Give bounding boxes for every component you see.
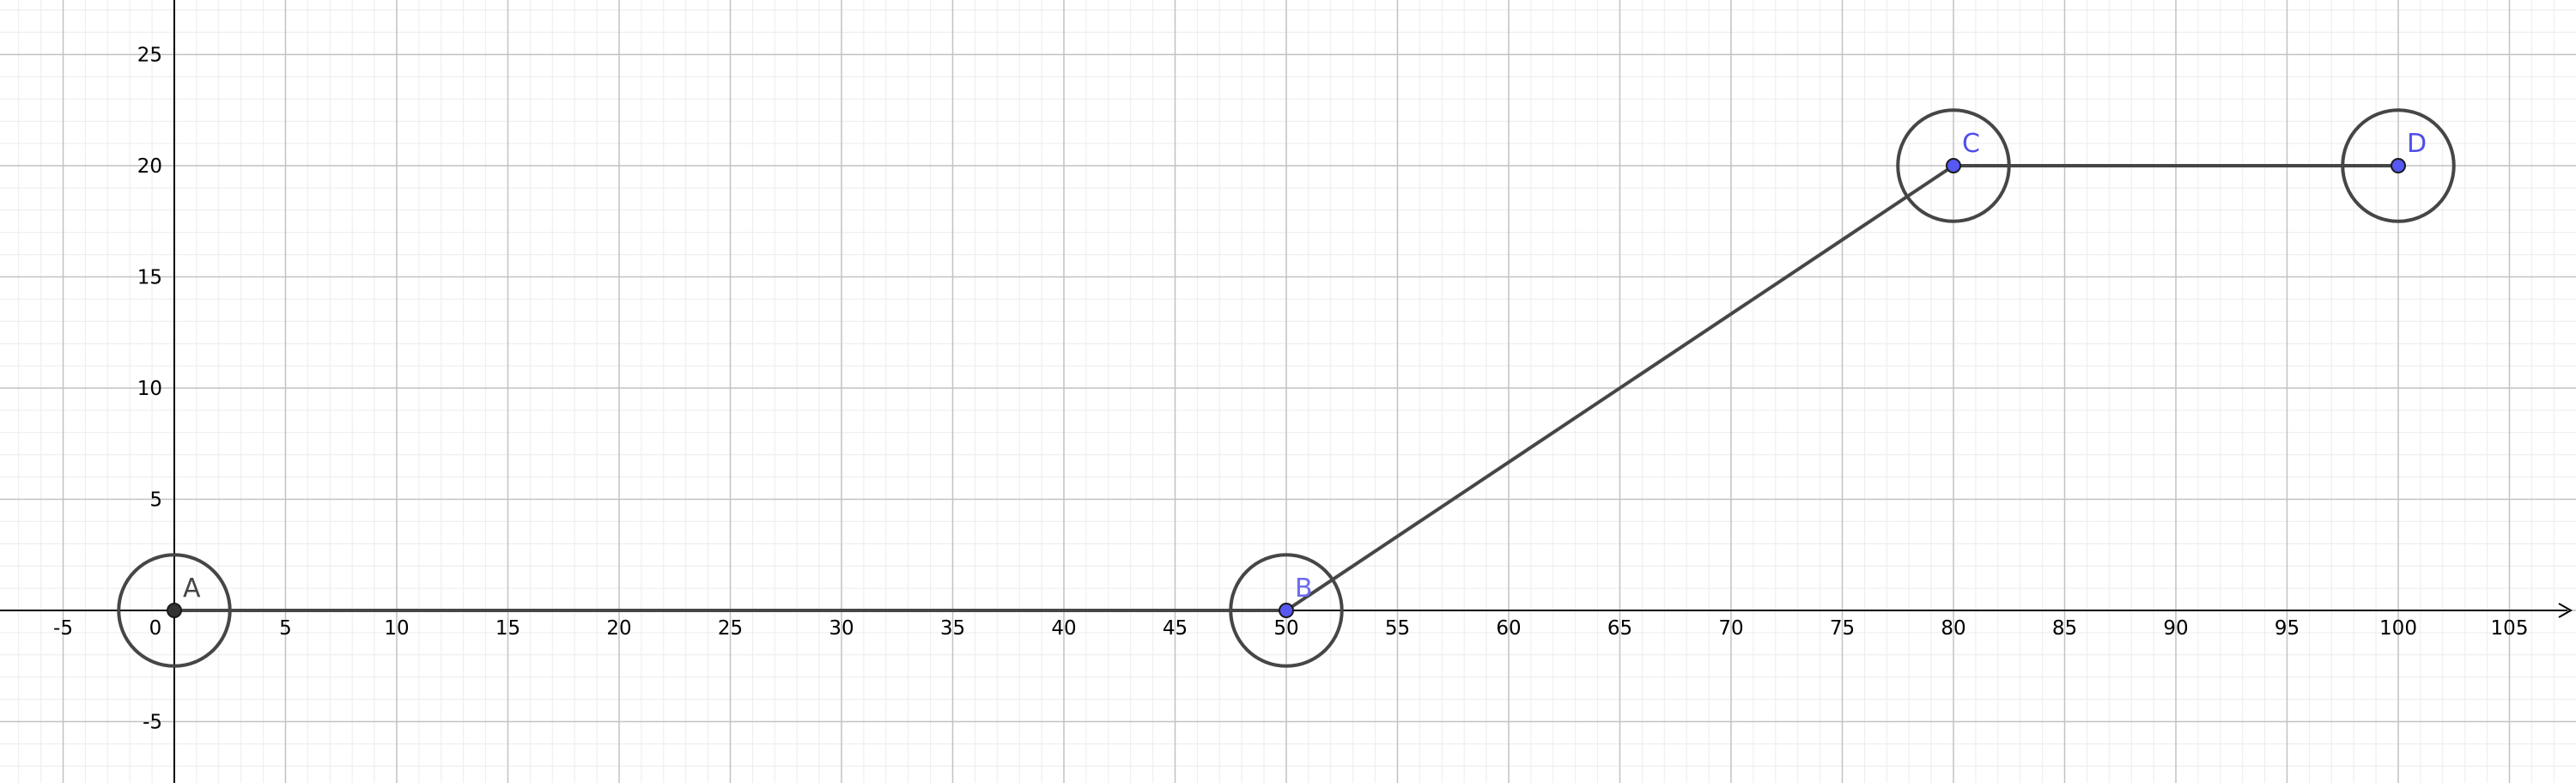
point-label-a: A — [183, 574, 201, 604]
x-tick-label: 15 — [495, 617, 520, 640]
x-tick-label: 30 — [829, 617, 854, 640]
segment[interactable] — [1285, 164, 1955, 612]
x-tick-label: 90 — [2163, 617, 2188, 640]
x-tick-label: 0 — [149, 617, 162, 640]
x-tick-label: 85 — [2052, 617, 2077, 640]
point-a[interactable] — [167, 603, 182, 618]
circles — [117, 108, 2456, 668]
point-label-d: D — [2407, 129, 2427, 159]
circle[interactable] — [2341, 108, 2456, 223]
x-tick-label: 35 — [940, 617, 965, 640]
circle[interactable] — [117, 553, 232, 668]
x-tick-label: 55 — [1385, 617, 1410, 640]
y-tick-label: 20 — [137, 155, 162, 178]
x-tick-label: 45 — [1163, 617, 1188, 640]
point-d[interactable] — [2391, 158, 2406, 173]
x-tick-label: 75 — [1830, 617, 1855, 640]
y-tick-label: 5 — [149, 489, 162, 512]
y-tick-labels: -5 5 10 15 20 25 — [137, 45, 162, 734]
x-tick-label: 10 — [384, 617, 409, 640]
x-tick-label: 80 — [1941, 617, 1965, 640]
x-tick-label: 70 — [1718, 617, 1743, 640]
x-tick-labels: -5 0 5 10 15 20 25 30 35 40 45 50 55 60 65 70 75 80 85 90 95… — [53, 617, 2528, 640]
x-tick-label: 5 — [279, 617, 292, 640]
x-tick-label: 25 — [718, 617, 743, 640]
x-tick-label: 100 — [2379, 617, 2417, 640]
x-axis-arrow-icon — [2558, 603, 2573, 618]
circle[interactable] — [1896, 108, 2011, 223]
x-tick-label: -5 — [53, 617, 73, 640]
y-tick-label: 10 — [137, 378, 162, 400]
point-label-c: C — [1962, 129, 1980, 159]
x-tick-label: 65 — [1607, 617, 1632, 640]
x-tick-label: 60 — [1496, 617, 1521, 640]
x-tick-label: 95 — [2275, 617, 2300, 640]
point-c[interactable] — [1946, 158, 1961, 173]
x-tick-label: 20 — [606, 617, 631, 640]
circle[interactable] — [1229, 553, 1344, 668]
x-tick-label: 40 — [1051, 617, 1076, 640]
x-tick-label: 50 — [1273, 617, 1298, 640]
segments — [173, 164, 2400, 612]
point-b[interactable] — [1279, 603, 1294, 618]
x-tick-label: 105 — [2491, 617, 2529, 640]
y-tick-label: -5 — [143, 712, 162, 734]
points: A B C D — [167, 129, 2427, 618]
y-tick-label: 25 — [137, 45, 162, 67]
y-tick-label: 15 — [137, 267, 162, 289]
point-label-b: B — [1295, 574, 1313, 604]
